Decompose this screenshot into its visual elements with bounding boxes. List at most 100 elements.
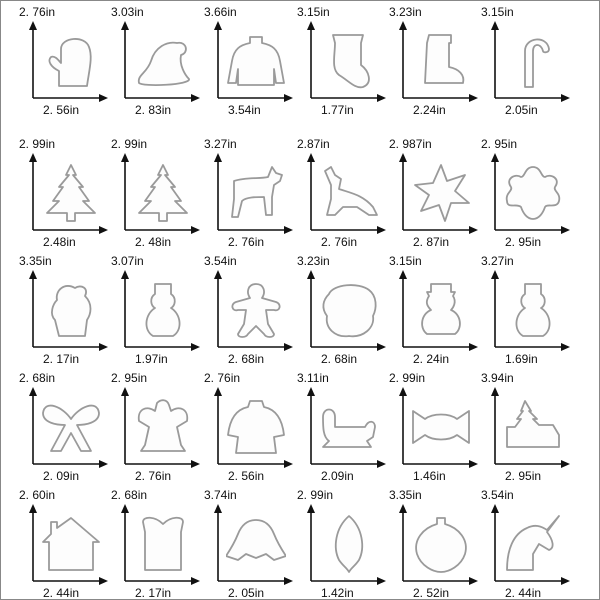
candy-icon <box>412 410 470 444</box>
snowman-hat-icon <box>421 283 461 335</box>
snowman-icon <box>145 283 181 337</box>
width-label: 1.97in <box>135 352 168 366</box>
width-label: 2. 17in <box>43 352 80 366</box>
unicorn-icon <box>506 515 560 571</box>
height-label: 3.07in <box>111 254 144 268</box>
truck-tree-icon <box>506 400 560 448</box>
height-label: 2. 95in <box>481 137 518 151</box>
width-label: 2.05in <box>505 103 538 117</box>
dimension-axes <box>121 21 200 102</box>
boot-icon <box>424 34 465 84</box>
dimension-axes <box>121 153 200 234</box>
bow-icon <box>42 404 100 452</box>
height-label: 3.66in <box>204 5 237 19</box>
cookie-cutter-item: 3.03in 2. 83in <box>111 5 206 122</box>
santa-face-icon <box>322 284 377 338</box>
height-label: 3.74in <box>204 488 237 502</box>
ornament-icon <box>415 517 467 573</box>
house-icon <box>42 517 100 571</box>
cookie-cutter-item: 3.23in 2. 68in <box>297 254 392 371</box>
width-label: 2. 76in <box>135 469 172 483</box>
dimension-axes <box>491 153 570 234</box>
width-label: 2. 76in <box>321 235 358 249</box>
dimension-axes <box>491 504 570 585</box>
width-label: 1.46in <box>413 469 446 483</box>
santa-icon <box>51 285 92 337</box>
height-label: 3.23in <box>389 5 422 19</box>
dimension-axes <box>307 153 386 234</box>
dimension-axes <box>214 504 293 585</box>
height-label: 2. 987in <box>389 137 432 151</box>
dimension-axes <box>214 21 293 102</box>
flower-snowflake-icon <box>505 166 561 220</box>
cookie-cutter-item: 3.23in 2.24in <box>389 5 484 122</box>
dimension-axes <box>214 270 293 351</box>
height-label: 3.35in <box>389 488 422 502</box>
height-label: 3.11in <box>297 371 329 385</box>
width-label: 2. 87in <box>413 235 450 249</box>
dimension-axes <box>307 504 386 585</box>
height-label: 2. 68in <box>19 371 56 385</box>
width-label: 1.77in <box>321 103 354 117</box>
dimension-axes <box>29 270 108 351</box>
dimension-axes <box>214 153 293 234</box>
dimension-axes <box>399 387 478 468</box>
deer-icon <box>231 166 283 218</box>
dimension-axes <box>121 504 200 585</box>
width-label: 2. 83in <box>135 103 172 117</box>
cookie-cutter-item: 3.35in 2. 52in <box>389 488 484 600</box>
angel-icon <box>137 399 189 452</box>
width-label: 2. 52in <box>413 586 450 600</box>
cookie-cutter-item: 3.07in 1.97in <box>111 254 206 371</box>
width-label: 2.09in <box>321 469 354 483</box>
height-label: 2. 68in <box>111 488 148 502</box>
width-label: 2.24in <box>413 103 446 117</box>
height-label: 3.27in <box>481 254 514 268</box>
dimension-axes <box>214 387 293 468</box>
width-label: 2. 76in <box>228 235 265 249</box>
mitten-icon <box>48 38 92 87</box>
angel-dress-icon <box>227 400 285 454</box>
width-label: 1.69in <box>505 352 538 366</box>
width-label: 2. 68in <box>321 352 358 366</box>
bells-icon <box>226 519 286 561</box>
height-label: 3.03in <box>111 5 144 19</box>
dimension-axes <box>121 387 200 468</box>
dimension-axes <box>491 270 570 351</box>
width-label: 2. 05in <box>228 586 265 600</box>
cookie-cutter-item: 3.27in 1.69in <box>481 254 576 371</box>
sleigh-icon <box>322 408 376 448</box>
reindeer-icon <box>324 166 378 216</box>
candy-cane-icon <box>524 38 550 88</box>
dimension-axes <box>399 504 478 585</box>
tree-icon <box>138 164 188 222</box>
height-label: 3.23in <box>297 254 330 268</box>
height-label: 3.15in <box>481 5 514 19</box>
dimension-axes <box>399 153 478 234</box>
stocking-icon <box>332 34 370 89</box>
dimension-axes <box>491 21 570 102</box>
dimension-axes <box>307 21 386 102</box>
dimension-axes <box>29 153 108 234</box>
cookie-cutter-item: 3.15in 2.05in <box>481 5 576 122</box>
star-snowflake-icon <box>414 164 470 222</box>
height-label: 2. 99in <box>297 488 334 502</box>
cookie-cutter-item: 2. 987in 2. 87in <box>389 137 484 254</box>
dimension-axes <box>307 387 386 468</box>
